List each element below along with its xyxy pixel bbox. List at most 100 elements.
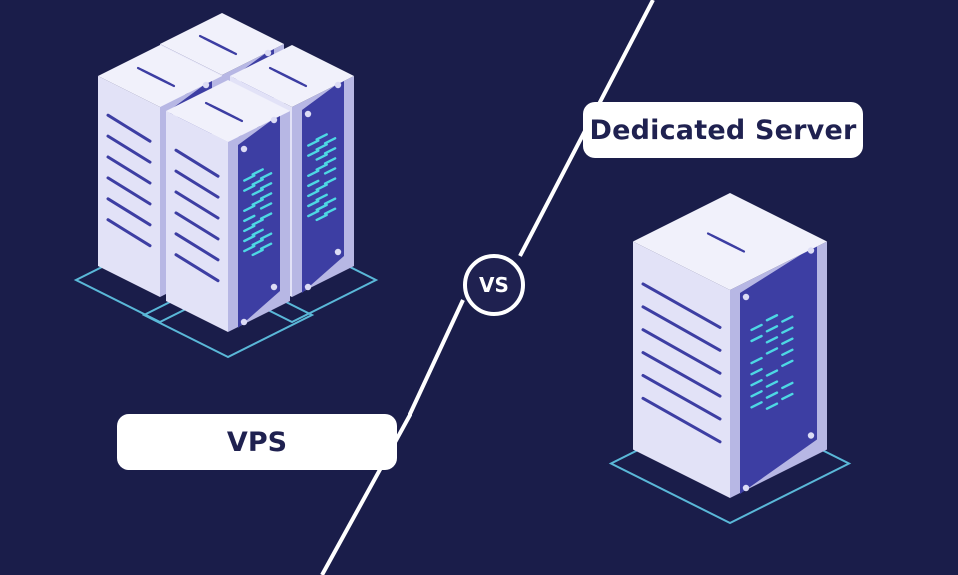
code-dash [750,367,763,376]
side-vent-slot [174,211,220,241]
code-dash [765,402,779,410]
screw [807,432,815,439]
code-dash [781,337,794,345]
code-dash [243,184,256,192]
code-dash [323,197,337,205]
side-vent-slot [641,373,722,421]
code-dash [765,336,779,344]
code-dash [781,359,794,368]
screw [270,283,278,291]
code-dash [243,224,256,233]
vs-badge: VS [463,254,525,316]
side-vent-slot [641,396,722,444]
server-panel [740,244,817,494]
screw [742,293,750,301]
server-top-face [160,13,284,75]
server-top-face [166,80,290,142]
code-dash [765,314,779,322]
code-dash [315,203,328,212]
code-dash [259,202,273,210]
top-vent-slot [722,240,746,253]
side-vent-slot [174,169,220,199]
code-dash [781,381,794,390]
screw [202,81,210,89]
code-dash [750,390,763,398]
top-vent-slot [284,74,308,88]
code-dash [251,178,264,186]
code-dash [750,356,763,365]
screw [807,247,815,254]
code-dash [315,183,328,191]
code-dash [259,182,273,190]
top-vent-slot [152,74,176,88]
code-dash [307,139,320,147]
screw [334,248,342,256]
code-dash [781,315,794,323]
side-vent-slot [106,155,152,185]
code-dash [243,204,256,213]
code-dash [750,401,763,409]
code-dash [307,209,320,218]
code-dash [259,242,273,250]
screw [334,81,342,89]
code-dash [750,323,763,332]
server-top-face [98,45,222,107]
code-dash [259,192,273,200]
screw [240,318,248,326]
code-dash [259,212,273,220]
side-vent-slot [641,305,722,352]
code-dash [307,189,320,198]
dedicated-server-label: Dedicated Server [583,102,863,158]
side-vent-slot [174,232,220,262]
code-dash [259,172,273,180]
screw [270,116,278,124]
code-dash [765,347,779,355]
code-dash [251,198,264,206]
top-vent-slot [220,109,244,123]
server-top-face [633,193,827,290]
code-dash [781,392,794,401]
code-dash [315,163,328,171]
code-dash [781,326,794,334]
code-dash [259,232,273,240]
top-vent-slot [214,42,238,56]
code-dash [323,177,337,185]
code-dash [323,157,337,165]
code-dash [765,380,779,388]
code-dash [251,168,264,176]
side-vent-slot [174,253,220,283]
side-vent-slot [641,328,722,375]
side-vent-slot [174,190,220,220]
code-dash [765,391,779,399]
code-dash [307,149,320,157]
code-dash [781,348,794,356]
server-top-face [230,45,354,107]
vps-server-front [141,80,315,359]
code-dash [251,188,264,196]
code-dash [323,167,337,175]
code-dash [315,133,328,141]
side-vent-slot [106,113,152,143]
server-left-face [98,76,160,297]
code-dash [750,334,763,343]
code-dash [765,325,779,333]
code-dash [315,213,328,222]
side-vent-slot [641,351,722,398]
side-vent-slot [106,176,152,206]
server-left-face [166,111,228,332]
code-dash [251,228,264,237]
code-dash [323,207,337,215]
vps-label: VPS [117,414,397,470]
code-dash [323,137,337,145]
divider-line-lower [320,299,465,575]
code-dash [765,369,779,377]
vps-server-cluster [73,13,379,359]
code-dash [315,193,328,202]
code-dash [251,218,264,226]
screw [240,145,248,153]
code-dash [307,199,320,208]
code-dash [323,147,337,155]
code-dash [251,238,264,247]
